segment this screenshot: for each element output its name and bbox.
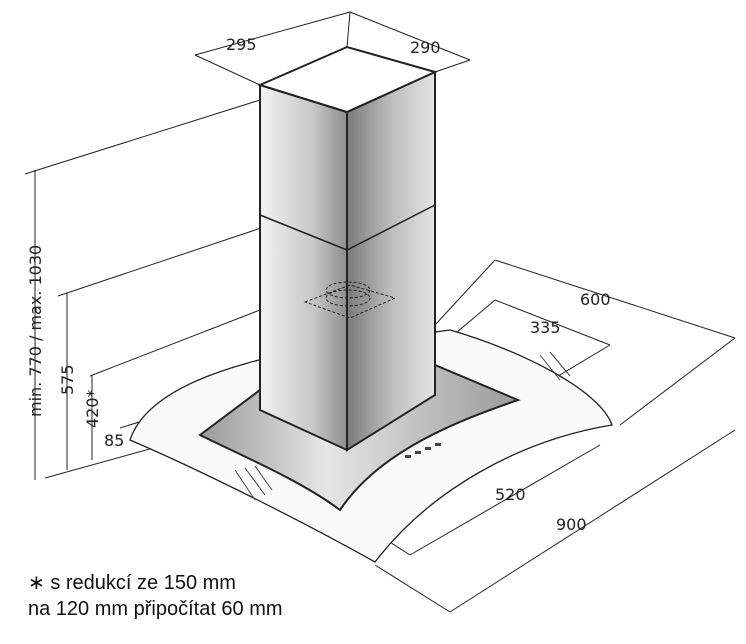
dim-chimney-depth: 290 — [410, 38, 441, 57]
dim-chimney-offset: 335 — [530, 318, 561, 337]
chimney-front-right — [346, 70, 436, 452]
dim-chimney-width: 295 — [226, 35, 257, 54]
glass-reflection-marks — [234, 351, 571, 501]
dimension-lines — [24, 11, 736, 613]
footnote-line-1: ∗ s redukcí ze 150 mm — [28, 572, 236, 594]
dim-canopy-width: 520 — [495, 485, 526, 504]
chimney-top — [257, 45, 438, 114]
chimney-front-left — [259, 83, 348, 452]
dim-total-height: min. 770 / max. 1030 — [26, 245, 45, 417]
duct-outlet-icon — [303, 281, 397, 319]
dim-height-575: 575 — [58, 364, 77, 395]
dim-canopy-depth: 600 — [580, 290, 611, 309]
dim-canopy-height: 85 — [104, 431, 124, 450]
dim-height-420: 420* — [83, 389, 102, 428]
dim-glass-width: 900 — [556, 515, 587, 534]
footnote-line-2: na 120 mm připočítat 60 mm — [28, 598, 283, 620]
control-buttons — [405, 443, 441, 458]
chimney-seam — [259, 204, 436, 251]
